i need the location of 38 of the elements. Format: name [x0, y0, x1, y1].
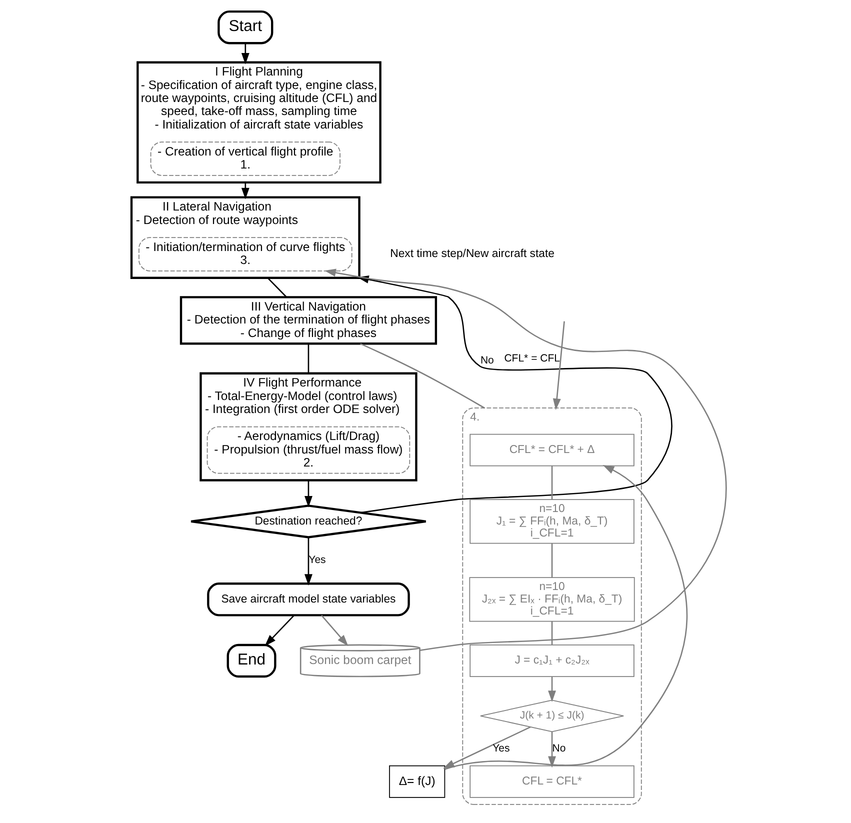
arrow — [552, 321, 565, 410]
node-box: CFL = CFL* — [470, 765, 634, 798]
edge-label: CFL* = CFL — [504, 352, 560, 365]
node-box: n=10 J₂ₓ = ∑ EIₓ · FFᵢ(h, Ma, δ_T) i_CFL=1 — [469, 577, 635, 622]
edge-label: No — [552, 742, 566, 754]
connector — [267, 277, 287, 298]
arrow — [241, 182, 250, 200]
arrow — [321, 614, 348, 646]
connector — [551, 466, 553, 500]
arrow — [304, 537, 312, 586]
node-box: Δ= f(J) — [389, 765, 446, 798]
arrow — [324, 268, 726, 652]
node-box: Start — [218, 10, 274, 44]
arrow — [548, 732, 556, 768]
edge-label: No — [480, 354, 494, 366]
edge-label: Yes — [308, 554, 326, 566]
node-diamond: J(k + 1) ≤ J(k) — [480, 700, 624, 732]
node-box: Save aircraft model state variables — [207, 582, 410, 616]
connector — [551, 621, 553, 645]
node-box: J = c₁J₁ + c₂J₂ₓ — [470, 644, 634, 677]
arrow — [264, 614, 295, 646]
node-box: CFL* = CFL* + Δ — [470, 434, 634, 466]
node-box: - Initiation/termination of curve flights 3. — [138, 237, 352, 272]
node-box: End — [226, 644, 276, 678]
node-box: n=10 J₁ = ∑ FFᵢ(h, Ma, δ_T) i_CFL=1 — [470, 499, 634, 544]
arrow — [304, 480, 312, 508]
connector — [360, 343, 485, 409]
arrow — [444, 465, 688, 770]
arrow — [241, 43, 250, 64]
node-box: III Vertical Navigation - Detection of the termination of flight phases - Change of flight phases — [180, 296, 438, 345]
node-box: - Aerodynamics (Lift/Drag) - Propulsion (thrust/fuel mass flow) 2. — [206, 426, 410, 474]
node-diamond: Destination reached? — [190, 504, 427, 538]
label: Next time step/New aircraft state — [390, 248, 554, 260]
connector — [308, 344, 310, 374]
node-box: - Creation of vertical flight profile 1. — [150, 142, 340, 176]
connector — [551, 544, 553, 578]
arrow — [548, 676, 556, 702]
edge-label: Yes — [492, 742, 510, 754]
